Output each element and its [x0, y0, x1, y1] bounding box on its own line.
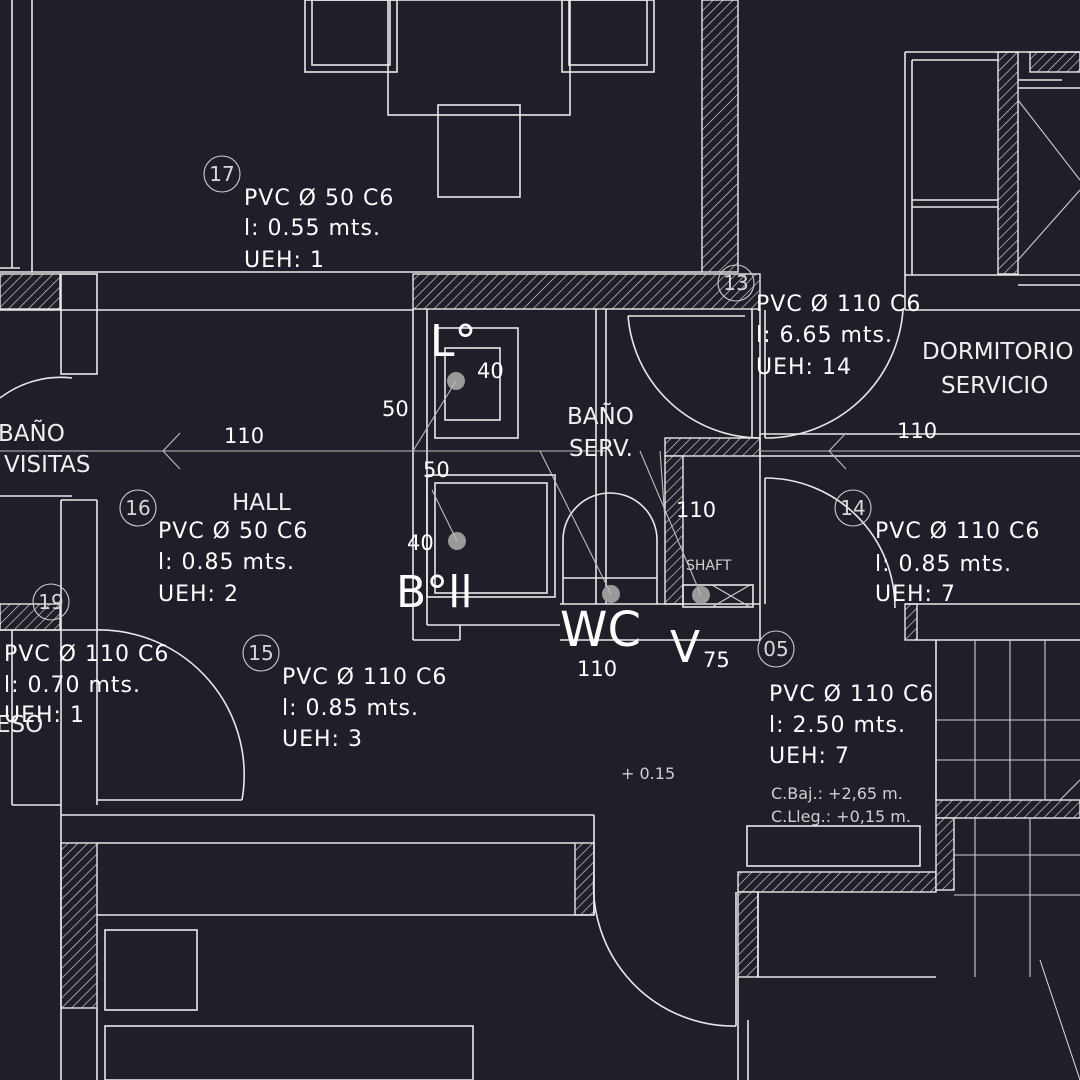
room-dormitorio-2: SERVICIO: [941, 373, 1048, 399]
svg-text:13: 13: [723, 271, 748, 295]
room-bano-visitas-1: BAÑO: [0, 419, 65, 447]
pipe-size-dorm: 110: [897, 419, 937, 443]
segment-14-length: l: 0.85 mts.: [875, 552, 1012, 577]
pipe-size-bidet-branch: 50: [423, 458, 450, 482]
svg-text:16: 16: [125, 496, 150, 520]
segment-15-ueh: UEH: 3: [282, 727, 363, 752]
segment-17-marker: [203, 155, 241, 193]
segment-05-marker: [757, 630, 795, 668]
fixture-labels: L° B°ll WC V 75 110 110 40 50 50 40 110 …: [224, 316, 937, 681]
svg-text:15: 15: [248, 641, 273, 665]
segment-labels: PVC Ø 50 C6 l: 0.55 mts. UEH: 1 PVC Ø 11…: [4, 186, 1040, 769]
segment-13-marker: [717, 264, 755, 302]
segment-17-length: l: 0.55 mts.: [244, 216, 381, 241]
svg-text:14: 14: [840, 496, 865, 520]
wc-outline: [562, 492, 658, 604]
segment-13-ueh: UEH: 14: [756, 355, 852, 380]
room-bano-serv-1: BAÑO: [567, 402, 634, 430]
segment-14-material: PVC Ø 110 C6: [875, 519, 1040, 544]
room-bano-serv-2: SERV.: [569, 436, 633, 462]
segment-13-material: PVC Ø 110 C6: [756, 292, 921, 317]
segment-15-material: PVC Ø 110 C6: [282, 665, 447, 690]
segment-17-ueh: UEH: 1: [244, 248, 325, 273]
segment-05-ueh: UEH: 7: [769, 744, 850, 769]
c-baj-note: C.Baj.: +2,65 m.: [771, 784, 903, 803]
segment-14-ueh: UEH: 7: [875, 582, 956, 607]
segment-16-marker: [119, 489, 157, 527]
c-lleg-note: C.Lleg.: +0,15 m.: [771, 807, 911, 826]
svg-text:05: 05: [763, 637, 788, 661]
shaft-outline: [682, 584, 754, 608]
pipe-size-lav-branch: 50: [382, 397, 409, 421]
segment-13-length: l: 6.65 mts.: [756, 323, 893, 348]
segment-19-marker: [32, 583, 70, 621]
level-notes: + 0.15 C.Baj.: +2,65 m. C.Lleg.: +0,15 m…: [621, 764, 911, 826]
floor-level: + 0.15: [621, 764, 675, 783]
room-dormitorio-1: DORMITORIO: [922, 339, 1073, 365]
pipe-size-bidet-in: 40: [407, 531, 434, 555]
vent-symbol: V: [670, 622, 700, 673]
segment-05-length: l: 2.50 mts.: [769, 713, 906, 738]
pipe-size-hall: 110: [224, 424, 264, 448]
drainage-pipes: [0, 380, 1080, 596]
doors: [0, 309, 904, 1027]
pipe-size-wc: 110: [577, 657, 617, 681]
segment-15-length: l: 0.85 mts.: [282, 696, 419, 721]
svg-text:19: 19: [38, 590, 63, 614]
pipe-size-shaft: 110: [676, 498, 716, 522]
furniture: [304, 0, 655, 198]
room-partial: ESO: [0, 712, 43, 738]
segment-17-material: PVC Ø 50 C6: [244, 186, 394, 211]
segment-19-ueh: UEH: 1: [4, 703, 85, 728]
room-bano-visitas-2: VISITAS: [4, 452, 91, 478]
wc-symbol: WC: [560, 602, 641, 658]
segment-16-length: l: 0.85 mts.: [158, 550, 295, 575]
shaft-label: SHAFT: [686, 558, 732, 574]
segment-19-length: l: 0.70 mts.: [4, 673, 141, 698]
segment-19-material: PVC Ø 110 C6: [4, 642, 169, 667]
room-labels: BAÑO VISITAS HALL BAÑO SERV. DORMITORIO …: [0, 339, 1073, 738]
lavatory-outline: [434, 327, 519, 439]
lavatory-symbol: L°: [430, 316, 477, 367]
bidet-outline: [426, 474, 556, 598]
segment-15-marker: [242, 634, 280, 672]
svg-text:17: 17: [209, 162, 234, 186]
bidet-symbol: B°ll: [396, 567, 473, 618]
pipe-size-lav-in: 40: [477, 359, 504, 383]
segment-14-marker: [834, 489, 872, 527]
segment-16-ueh: UEH: 2: [158, 582, 239, 607]
segment-16-material: PVC Ø 50 C6: [158, 519, 308, 544]
segment-05-material: PVC Ø 110 C6: [769, 682, 934, 707]
structural-walls: [0, 0, 1080, 1009]
room-hall: HALL: [232, 490, 291, 516]
segment-markers: 17 13 16 14 19 15 05: [32, 155, 872, 672]
vent-diameter: 75: [703, 648, 730, 672]
